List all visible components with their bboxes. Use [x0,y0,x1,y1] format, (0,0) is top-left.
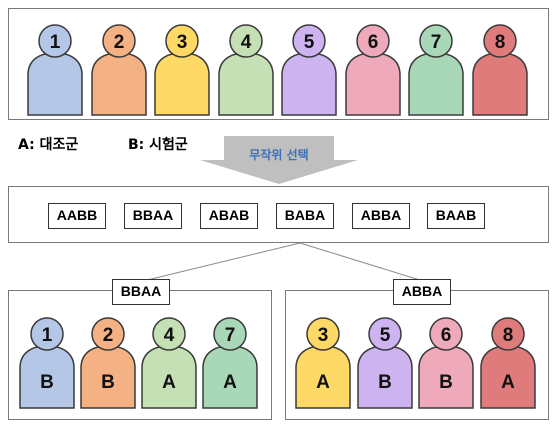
person-number: 5 [379,325,390,346]
person-head [165,24,199,58]
person-figure: 3 [153,23,211,117]
legend-control: A: 대조군 [18,137,79,153]
person-figure: 2 [90,23,148,117]
person-head [429,317,463,351]
person-number: 8 [494,32,505,53]
person-head [228,24,263,58]
person-group-letter: B [439,372,453,393]
person-head [213,317,247,351]
person-head [292,24,326,58]
person-head [101,24,136,58]
person-group-letter: A [501,372,515,393]
person-head [419,24,453,58]
person-number: 5 [304,32,315,53]
person-head [490,317,525,351]
person-figure: 7 [407,23,465,117]
person-head [367,317,402,351]
person-number: 7 [225,325,236,346]
person-head [306,317,340,351]
right-group-tag: ABBA [393,279,451,305]
person-group-letter: B [101,372,115,393]
person-number: 6 [367,32,378,53]
person-figure: 1 [26,23,84,117]
person-number: 2 [103,325,114,346]
sequence-option: ABBA [352,203,410,229]
person-number: 6 [441,325,452,346]
person-number: 3 [318,325,329,346]
person-figure: 8 [471,23,529,117]
left-group-tag: BBAA [112,279,170,305]
sequence-option: BAAB [427,203,485,229]
sequence-option: AABB [48,203,106,229]
person-number: 1 [42,325,53,346]
person-group-letter: B [40,372,54,393]
sequence-option: ABAB [200,203,258,229]
person-number: 8 [502,325,513,346]
person-head [30,317,64,351]
person-number: 7 [431,32,442,53]
person-head [38,24,72,58]
person-head [482,24,517,58]
person-number: 3 [177,32,188,53]
person-number: 4 [240,32,251,53]
person-number: 2 [113,32,124,53]
person-group-letter: A [223,372,237,393]
person-head [91,317,125,351]
person-figure: 6 [344,23,402,117]
person-number: 1 [50,32,61,53]
random-selection-label: 무작위 선택 [249,148,309,162]
person-head [152,317,186,351]
person-figure: 4 [217,23,275,117]
person-group-letter: A [316,372,330,393]
sequence-option: BABA [276,203,334,229]
person-number: 4 [164,325,175,346]
person-head [355,24,390,58]
legend-test: B: 시험군 [128,137,188,153]
person-figure: 5 [280,23,338,117]
sequence-option: BBAA [124,203,182,229]
person-group-letter: A [162,372,176,393]
person-group-letter: B [378,372,392,393]
